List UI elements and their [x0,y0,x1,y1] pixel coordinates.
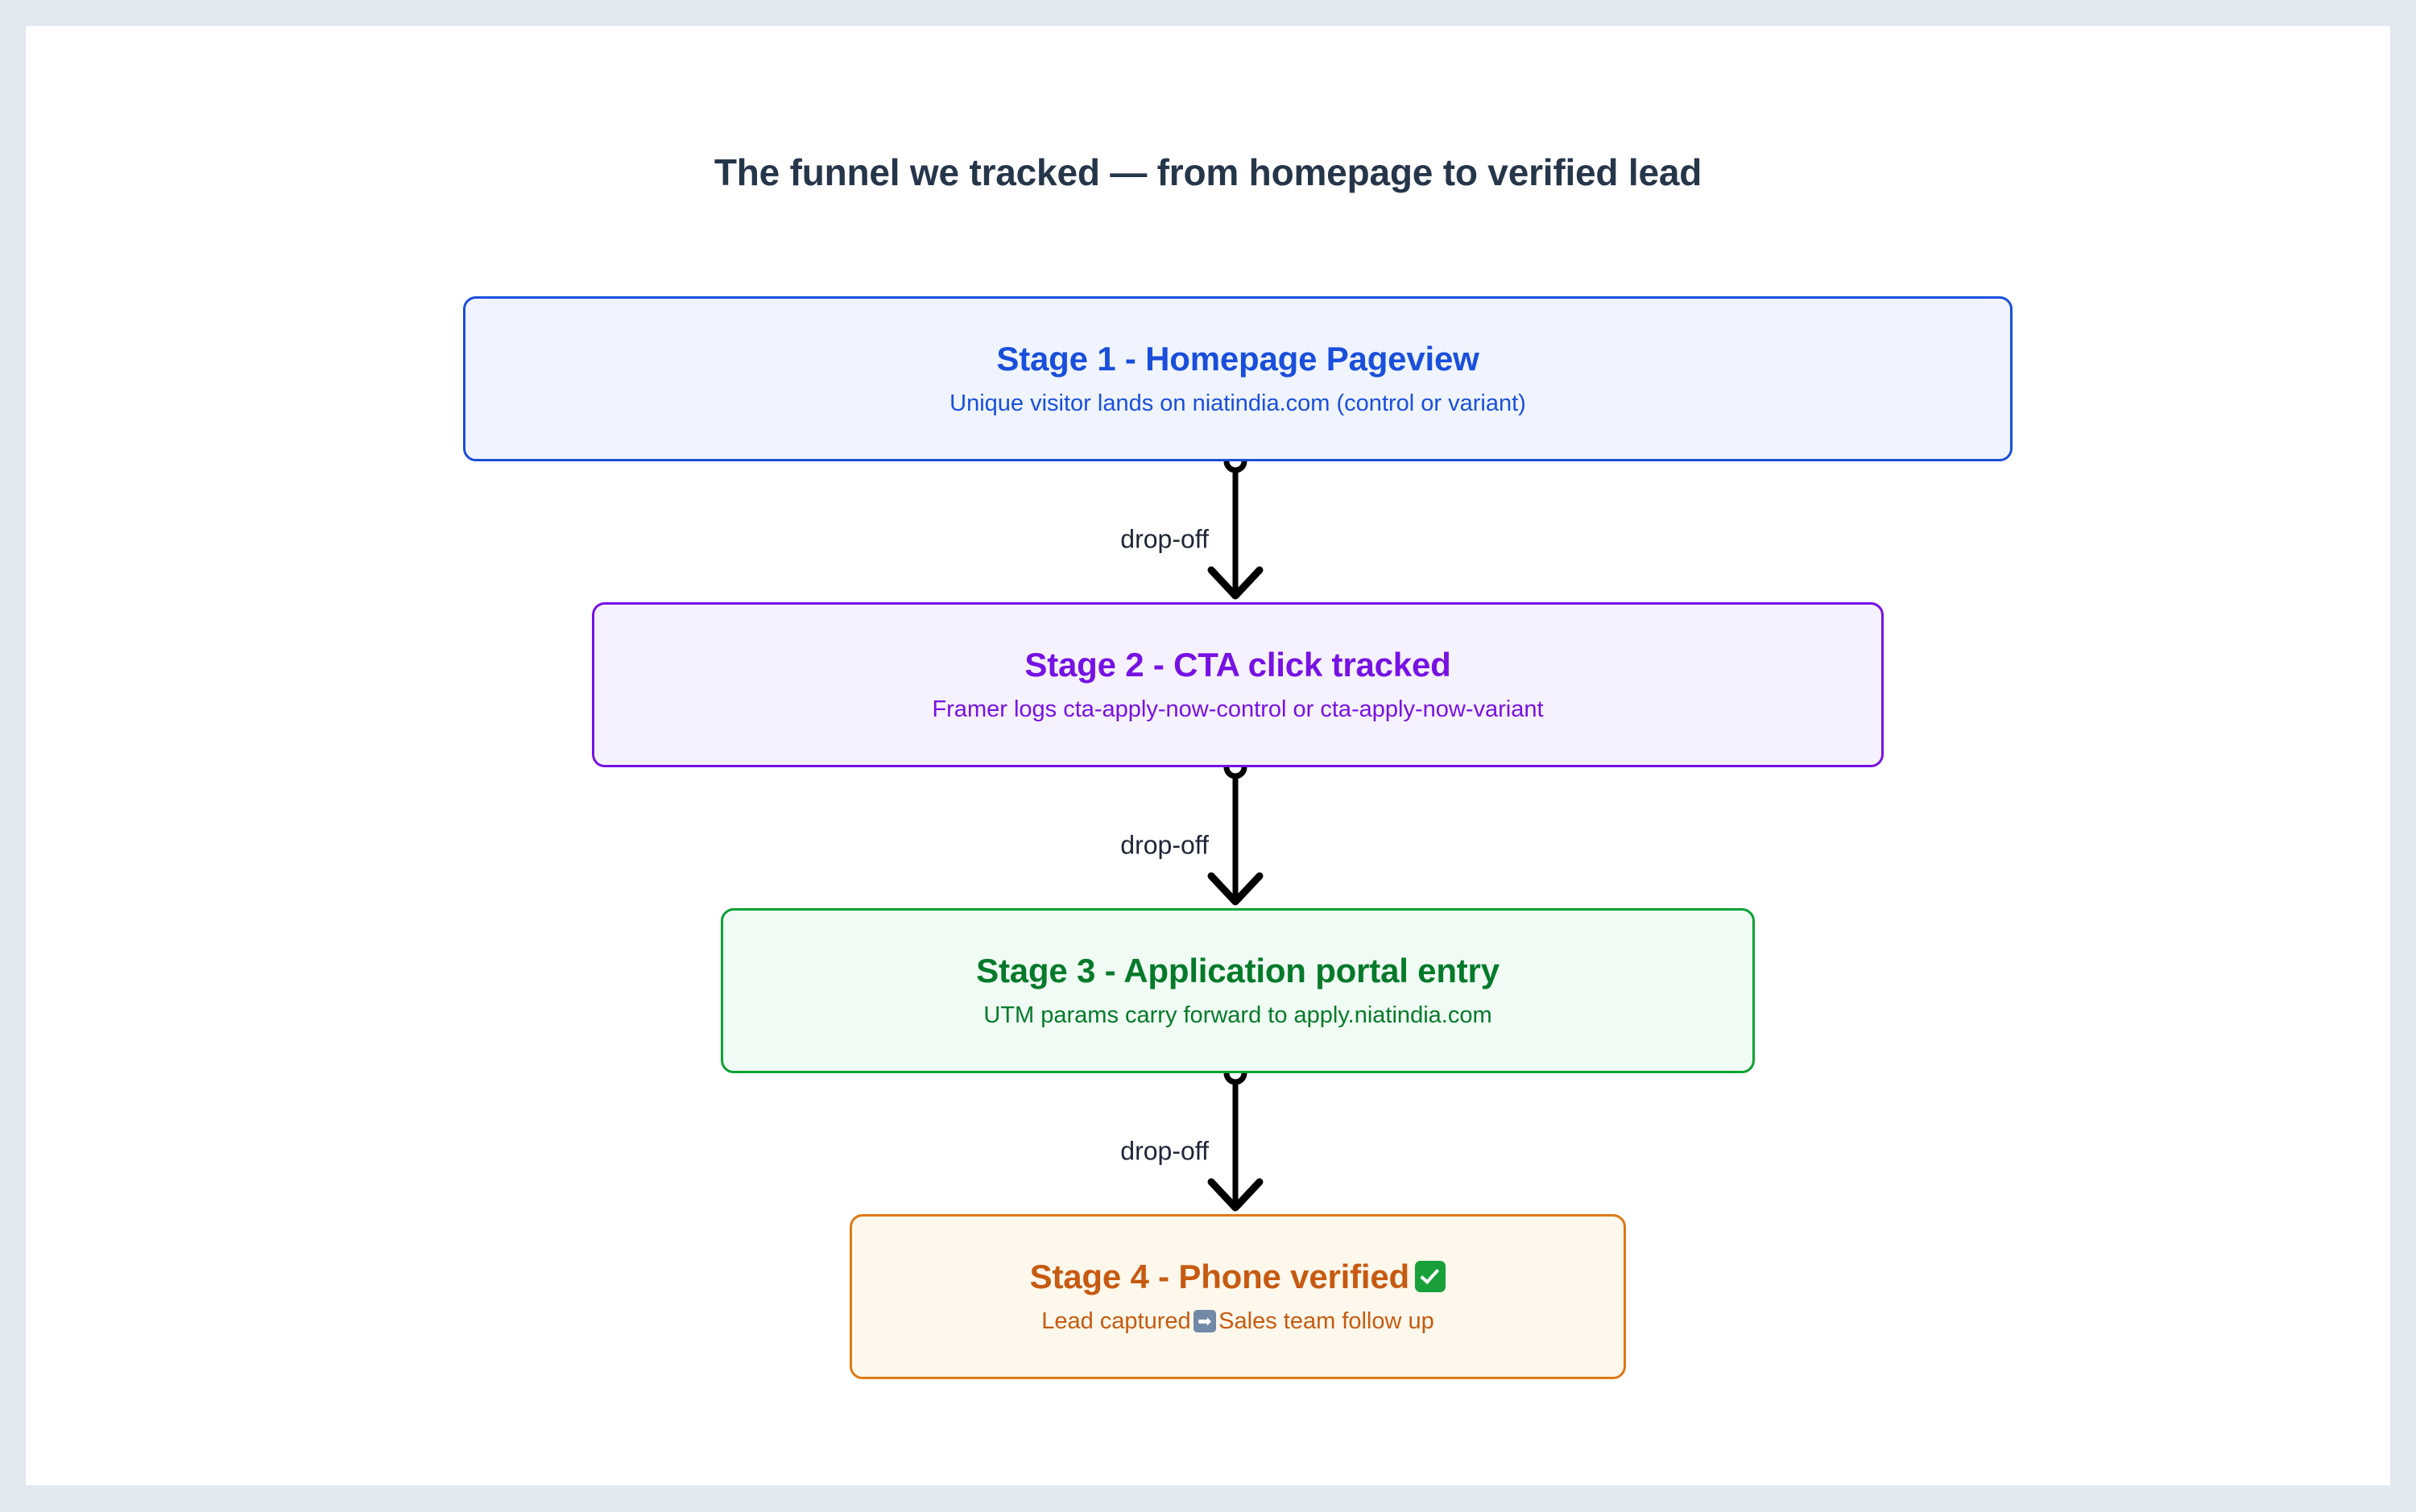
diagram-title: The funnel we tracked — from homepage to… [714,151,1702,193]
edge-label-drop-off-1: drop-off [1120,524,1209,554]
node-stage-4[interactable]: Stage 4 - Phone verified Lead captured Sa… [850,1214,1626,1379]
node-stage-2-subtitle: Framer logs cta-apply-now-control or cta… [932,696,1544,723]
funnel-diagram: The funnel we tracked — from homepage to… [26,26,2390,1485]
node-stage-1[interactable]: Stage 1 - Homepage Pageview Unique visit… [463,296,2013,461]
right-arrow-icon [1194,1310,1216,1332]
edge-label-drop-off-2: drop-off [1120,830,1209,860]
edge-label-drop-off-3: drop-off [1120,1136,1209,1166]
white-check-mark-icon [1414,1261,1446,1292]
edge-stage1-stage2 [1207,449,1264,600]
node-stage-3[interactable]: Stage 3 - Application portal entry UTM p… [721,908,1755,1073]
node-stage-4-subtitle-suffix: Sales team follow up [1218,1308,1434,1335]
node-stage-2[interactable]: Stage 2 - CTA click tracked Framer logs … [592,602,1884,767]
edge-stage2-stage3 [1207,755,1264,906]
node-stage-1-title: Stage 1 - Homepage Pageview [996,339,1479,378]
node-stage-3-subtitle: UTM params carry forward to apply.niatin… [983,1002,1492,1029]
diagram-canvas: The funnel we tracked — from homepage to… [26,26,2390,1485]
node-stage-3-title: Stage 3 - Application portal entry [976,951,1500,989]
node-stage-4-title-text: Stage 4 - Phone verified [1029,1257,1410,1295]
node-stage-4-subtitle-prefix: Lead captured [1041,1308,1191,1335]
node-stage-4-title: Stage 4 - Phone verified [1030,1258,1446,1296]
node-stage-4-subtitle: Lead captured Sales team follow up [1041,1308,1434,1336]
node-stage-2-title: Stage 2 - CTA click tracked [1024,645,1451,684]
node-stage-1-subtitle: Unique visitor lands on niatindia.com (c… [949,390,1526,417]
edge-stage3-stage4 [1207,1061,1264,1212]
